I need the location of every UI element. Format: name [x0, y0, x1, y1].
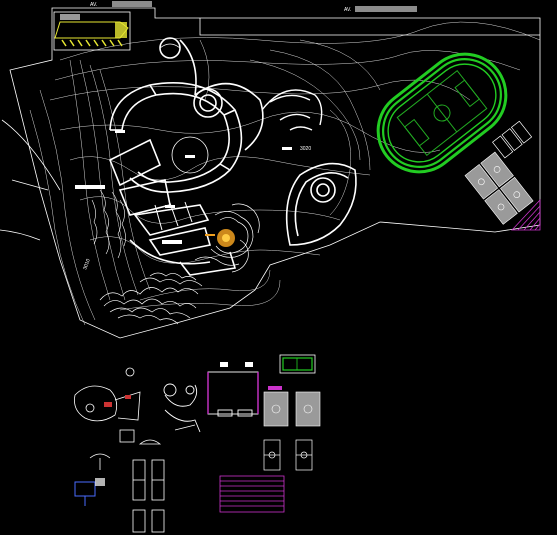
rocky-contour-cluster-west	[91, 189, 126, 259]
athletics-track	[376, 52, 508, 174]
main-building-complex	[108, 37, 264, 276]
oval-pavilion	[285, 162, 357, 246]
street-name-block-left	[112, 1, 152, 7]
detail-soccer-field	[279, 354, 316, 374]
detail-magenta-block	[219, 475, 285, 513]
site-boundary	[0, 7, 541, 339]
magenta-hatch-area	[511, 198, 541, 231]
amphitheater	[261, 89, 323, 131]
rocky-contour-cluster-mid	[194, 203, 260, 273]
detail-floor-plan	[207, 362, 259, 417]
street-label-left: AV.	[90, 2, 97, 8]
detail-court-outlines	[263, 439, 313, 471]
detail-elevations	[89, 429, 165, 533]
detail-site-2	[163, 383, 201, 433]
contour-label-2: 3020	[300, 146, 311, 152]
street-label-right: AV.	[344, 7, 351, 13]
street-name-block-right	[355, 6, 417, 12]
orange-feature-marker	[205, 229, 235, 247]
topographic-contours	[29, 21, 541, 326]
sport-courts	[464, 120, 541, 231]
building-label-blocks	[75, 130, 292, 244]
parking-area	[53, 11, 131, 51]
detail-site-1	[74, 367, 141, 422]
rocky-contour-cluster-bottom	[99, 272, 203, 325]
detail-gray-courts	[263, 386, 321, 427]
contour-label-1: 3010	[82, 258, 92, 271]
detail-blue-element	[74, 478, 105, 506]
